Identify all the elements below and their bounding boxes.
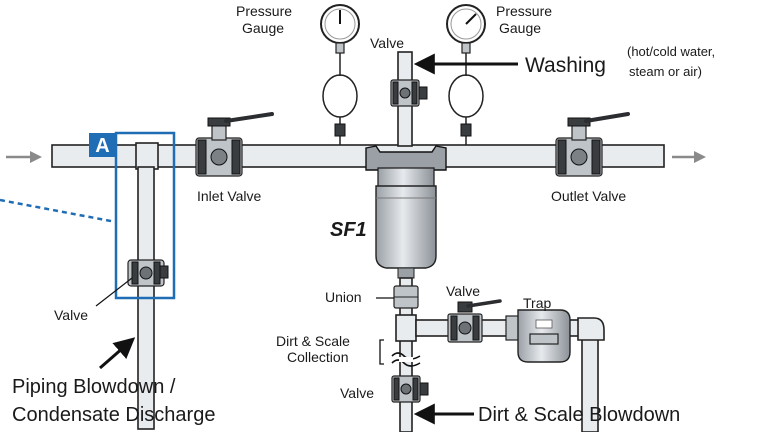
detail-callout-line — [0, 198, 117, 224]
collection-label-2: Collection — [287, 349, 348, 365]
collection-break — [391, 352, 421, 367]
detail-marker-label: A — [95, 135, 109, 157]
outlet-valve — [555, 112, 630, 177]
gauge-right-label-1: Pressure — [496, 3, 552, 19]
trap-label: Trap — [523, 295, 551, 311]
trap-elbow — [577, 317, 605, 341]
piping-blowdown-arrow — [99, 337, 136, 370]
sf1-strainer — [365, 145, 447, 279]
valve-top-label: Valve — [370, 35, 404, 51]
outlet-valve-label: Outlet Valve — [551, 188, 626, 204]
detail-marker-a — [89, 133, 116, 157]
steam-trap — [505, 309, 571, 363]
washing-label: Washing — [525, 54, 606, 77]
top-valve — [390, 79, 428, 107]
sf1-label: SF1 — [330, 219, 367, 241]
piping-blowdown-label-2: Condensate Discharge — [12, 404, 215, 426]
blowdown-label: Dirt & Scale Blowdown — [478, 404, 680, 426]
collection-label-1: Dirt & Scale — [276, 333, 350, 349]
pressure-gauge-left — [320, 4, 360, 145]
branch-tee — [135, 142, 159, 170]
branch-valve — [127, 259, 169, 287]
inlet-valve-label: Inlet Valve — [197, 188, 262, 204]
pressure-gauge-right — [446, 4, 486, 145]
gauge-left-label-2: Gauge — [242, 20, 284, 36]
washing-note-1: (hot/cold water, — [627, 44, 715, 59]
piping-blowdown-label-1: Piping Blowdown / — [12, 376, 176, 398]
bottom-valve — [391, 375, 429, 403]
washing-note-2: steam or air) — [629, 64, 702, 79]
flow-arrow-out — [672, 151, 706, 163]
flow-arrow-in — [6, 151, 42, 163]
drain-tee — [395, 314, 417, 342]
branch-valve-leader — [95, 277, 133, 307]
trap-valve-label: Valve — [446, 283, 480, 299]
detail-box-a — [114, 131, 176, 300]
union-label: Union — [325, 289, 362, 305]
branch-valve-label: Valve — [54, 307, 88, 323]
valve-bottom-label: Valve — [340, 385, 374, 401]
gauge-left-label-1: Pressure — [236, 3, 292, 19]
collection-bracket — [379, 339, 384, 365]
gauge-right-label-2: Gauge — [499, 20, 541, 36]
inlet-valve — [195, 112, 274, 177]
trap-valve — [447, 299, 502, 343]
union-fitting — [393, 285, 419, 309]
